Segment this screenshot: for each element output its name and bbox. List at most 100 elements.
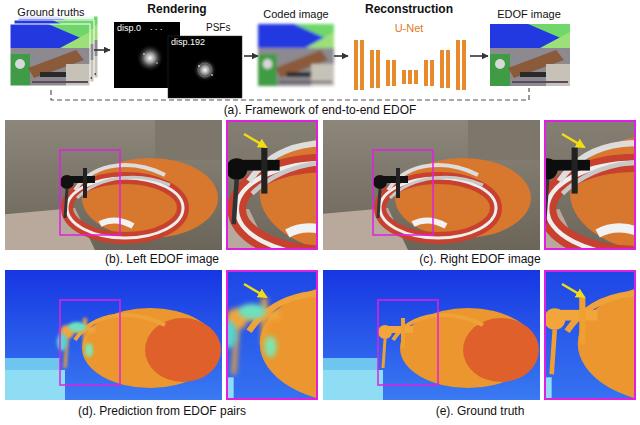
unet-symbol (414, 70, 418, 84)
rendering-block: disp.0 disp.192 Rendering (110, 2, 244, 98)
arrow-connector (470, 55, 488, 57)
psf-images (198, 65, 200, 67)
psf-images (193, 58, 217, 82)
coded-image (258, 24, 334, 86)
unet-symbol (446, 50, 450, 88)
psf-images (143, 53, 145, 55)
ground-truth-depth-map (544, 270, 636, 400)
unet-symbol (408, 70, 412, 84)
image-panel: Coded image (258, 8, 334, 88)
left-edof-image (60, 150, 120, 235)
unet-symbol (376, 50, 380, 88)
psf-images (156, 62, 158, 64)
result-panel: (b). Left EDOF image (4, 118, 320, 268)
coded-image (258, 24, 334, 86)
right-edof-image (545, 121, 635, 249)
unet-symbol (392, 60, 396, 86)
unet-symbol (360, 40, 364, 90)
ground-truth-depth-map (562, 284, 584, 297)
panel-label: (e). Ground truth (322, 404, 638, 418)
panel-label: EDOF image (488, 8, 570, 21)
ground-truth-stack (10, 16, 98, 86)
ground-truth-depth-map (323, 224, 640, 423)
panel-label: Coded image (258, 8, 334, 21)
arrow-connector (94, 49, 110, 51)
predicted-depth-map (244, 284, 266, 297)
predicted-depth-map (5, 270, 222, 400)
unet-symbol (424, 60, 428, 86)
unet-symbol (354, 40, 466, 90)
ground-truth-depth-map (323, 270, 540, 400)
edof-image (490, 24, 570, 86)
unet-symbol (456, 40, 460, 90)
right-edof-image (323, 120, 540, 250)
edof-image (490, 24, 570, 86)
panel-label: (b). Left EDOF image (4, 252, 320, 266)
panel-label: (c). Right EDOF image (322, 252, 638, 266)
ground-truth-depth-map (378, 300, 438, 385)
ground-truth-depth-map (544, 270, 636, 400)
panel-label: Reconstruction (348, 2, 470, 16)
arrow-connector (244, 55, 258, 57)
coded-image (258, 24, 334, 86)
predicted-depth-map (5, 270, 222, 400)
psf-image: disp.192 (168, 36, 242, 98)
panel-label: (d). Prediction from EDOF pairs (4, 404, 320, 418)
ground-truth-stack (10, 24, 90, 86)
right-edof-image (323, 120, 540, 250)
right-edof-image (544, 120, 636, 250)
psf-label: PSFs (206, 22, 230, 34)
result-panel: (d). Prediction from EDOF pairs (4, 270, 320, 420)
subfigure-caption: (a). Framework of end-to-end EDOF (0, 103, 640, 117)
unet-symbol (354, 40, 358, 90)
psf-images (168, 36, 242, 98)
left-edof-image (5, 120, 222, 250)
right-edof-image (562, 134, 584, 147)
left-edof-image (5, 120, 222, 250)
right-edof-image (373, 150, 433, 235)
unet-symbol (462, 40, 466, 90)
unet-symbol (370, 50, 374, 88)
predicted-depth-map (227, 271, 317, 399)
unet-symbol (440, 50, 444, 88)
unet-symbol (386, 60, 390, 86)
ground-truth-stack (10, 24, 90, 86)
predicted-depth-map (226, 270, 318, 400)
left-edof-image (227, 121, 317, 249)
right-edof-image (544, 120, 636, 250)
ground-truth-stack (10, 24, 90, 86)
result-panel: (c). Right EDOF image (322, 118, 638, 268)
unet-symbol (430, 60, 434, 86)
predicted-depth-map (60, 300, 120, 385)
psf-images (114, 22, 242, 98)
left-edof-image (226, 120, 318, 250)
psf-image: disp.0 (114, 22, 180, 88)
arrow-connector (334, 55, 348, 57)
panel-label: disp.192 (171, 37, 205, 48)
edof-image (490, 24, 570, 86)
image-panel: EDOF image (488, 8, 570, 88)
ground-truth-depth-map (545, 271, 635, 399)
psf-images (211, 74, 213, 76)
psf-images (136, 44, 164, 72)
dashed-connector (51, 88, 529, 100)
panel-label: Rendering (110, 2, 244, 16)
result-panel: (e). Ground truth (322, 270, 638, 420)
network-label: U-Net (348, 22, 470, 35)
left-edof-image (226, 120, 318, 250)
ground-truth-depth-map (544, 270, 636, 400)
image-panel: Ground truths (8, 6, 94, 90)
psf-images (198, 63, 212, 77)
left-edof-image (244, 134, 266, 147)
right-edof-image (544, 120, 636, 250)
unet-symbol (402, 70, 406, 84)
predicted-depth-map (226, 270, 318, 400)
panel-label: Ground truths (8, 6, 94, 19)
ground-truth-depth-map (323, 270, 540, 400)
panel-label: disp.0 (117, 23, 141, 34)
ellipsis-mark: . . . (150, 22, 163, 33)
predicted-depth-map (226, 270, 318, 400)
